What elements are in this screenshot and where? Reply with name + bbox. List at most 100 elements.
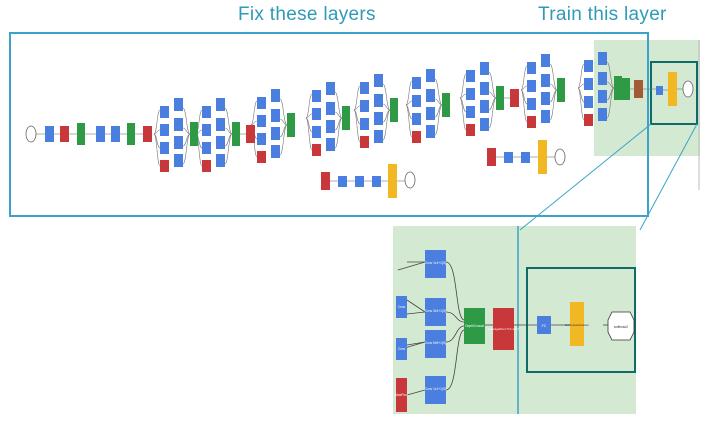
inception-conv — [216, 118, 225, 131]
final-fc — [656, 86, 663, 95]
inception-conv — [160, 106, 169, 118]
inception-conv — [312, 90, 321, 102]
zoom-conv-1x1-a — [425, 250, 446, 278]
zoom-avgpool — [493, 308, 514, 350]
inception-conv — [480, 100, 489, 113]
svg-text:FC: FC — [542, 324, 547, 328]
inception-conv — [374, 130, 383, 143]
inception-conv — [527, 98, 536, 110]
final-output — [682, 80, 694, 98]
inception-conv — [216, 136, 225, 149]
inception-conv — [174, 118, 183, 131]
inception-conv — [480, 62, 489, 75]
stem-layer — [60, 126, 69, 142]
inception-concat — [390, 98, 398, 122]
zoom-softmax-activation — [570, 302, 584, 346]
inception-conv — [598, 52, 607, 65]
zoom-depthconcat — [464, 308, 485, 344]
inception-conv — [174, 98, 183, 111]
inception-conv — [584, 60, 593, 72]
inception-conv — [271, 145, 280, 158]
inception-conv — [160, 124, 169, 136]
inception-conv — [326, 82, 335, 95]
zoom-connector — [519, 123, 652, 231]
inception-conv — [360, 100, 369, 112]
inception-conv — [598, 108, 607, 121]
inception-concat — [190, 122, 198, 146]
inception-conv — [374, 112, 383, 125]
inception-conv — [426, 69, 435, 82]
zoom-conv-b — [396, 338, 407, 360]
inception-maxpool — [466, 124, 475, 136]
inception-conv — [271, 127, 280, 140]
fixed-layers-frame — [9, 32, 649, 217]
inception-conv — [257, 133, 266, 145]
inception-conv — [174, 154, 183, 167]
inception-conv — [312, 126, 321, 138]
inception-conv — [527, 80, 536, 92]
inception-conv — [426, 89, 435, 102]
zoom-conv-a — [396, 296, 407, 318]
inception-conv — [271, 89, 280, 102]
inception-conv — [202, 142, 211, 154]
train-layer-label: Train this layer — [538, 4, 667, 25]
stem-layer — [96, 126, 105, 142]
svg-text:Conv 3x3+1(S): Conv 3x3+1(S) — [425, 309, 446, 313]
inception-conv — [271, 109, 280, 122]
inception-concat — [232, 122, 240, 146]
zoom-conv-5x5 — [425, 330, 446, 358]
stem-layer — [77, 123, 85, 145]
inception-conv — [360, 82, 369, 94]
inception-conv — [584, 96, 593, 108]
inception-conv — [541, 92, 550, 105]
inception-concat — [614, 76, 622, 100]
inception-conv — [374, 94, 383, 107]
stem-layer — [45, 126, 54, 142]
zoom-fc — [537, 316, 551, 334]
inception-conv — [326, 138, 335, 151]
inception-conv — [426, 125, 435, 138]
inception-maxpool — [527, 116, 536, 128]
aux2-avgpool — [487, 148, 496, 166]
inception-maxpool — [312, 144, 321, 156]
stage-maxpool — [246, 125, 255, 143]
inception-maxpool — [412, 131, 421, 143]
stem-layer — [111, 126, 120, 142]
zoom-conv-3x3 — [425, 298, 446, 326]
inception-conv — [160, 142, 169, 154]
aux1-softmax — [388, 164, 397, 198]
svg-text:DepthConcat: DepthConcat — [465, 324, 484, 328]
zoom-conv-1x1-b — [425, 376, 446, 404]
fix-layers-label: Fix these layers — [238, 4, 376, 25]
final-softmax — [668, 72, 677, 106]
aux1-fc — [355, 176, 364, 187]
svg-text:Conv: Conv — [398, 305, 406, 309]
aux2-conv — [504, 152, 513, 163]
inception-conv — [202, 124, 211, 136]
zoom-maxpool — [396, 378, 407, 412]
aux1-fc — [372, 176, 381, 187]
inception-maxpool — [360, 136, 369, 148]
inception-conv — [541, 54, 550, 67]
input-node — [25, 125, 37, 143]
inception-concat — [557, 78, 565, 102]
zoom-output-softmax2 — [607, 311, 635, 341]
stem-layer — [143, 126, 152, 142]
final-concat — [622, 78, 630, 100]
inception-conv — [598, 90, 607, 103]
inception-conv — [412, 95, 421, 107]
inception-concat — [496, 86, 504, 110]
aux2-softmax — [538, 140, 547, 174]
aux2-fc — [521, 152, 530, 163]
svg-text:softmax2: softmax2 — [614, 325, 628, 329]
inception-concat — [287, 113, 295, 137]
svg-text:Conv 5x5+1(S): Conv 5x5+1(S) — [425, 341, 446, 345]
svg-text:Conv: Conv — [398, 347, 406, 351]
inception-conv — [598, 72, 607, 85]
inception-conv — [174, 136, 183, 149]
inception-conv — [374, 74, 383, 87]
inception-maxpool — [257, 151, 266, 163]
inception-conv — [541, 110, 550, 123]
inception-conv — [541, 74, 550, 87]
inception-conv — [466, 70, 475, 82]
